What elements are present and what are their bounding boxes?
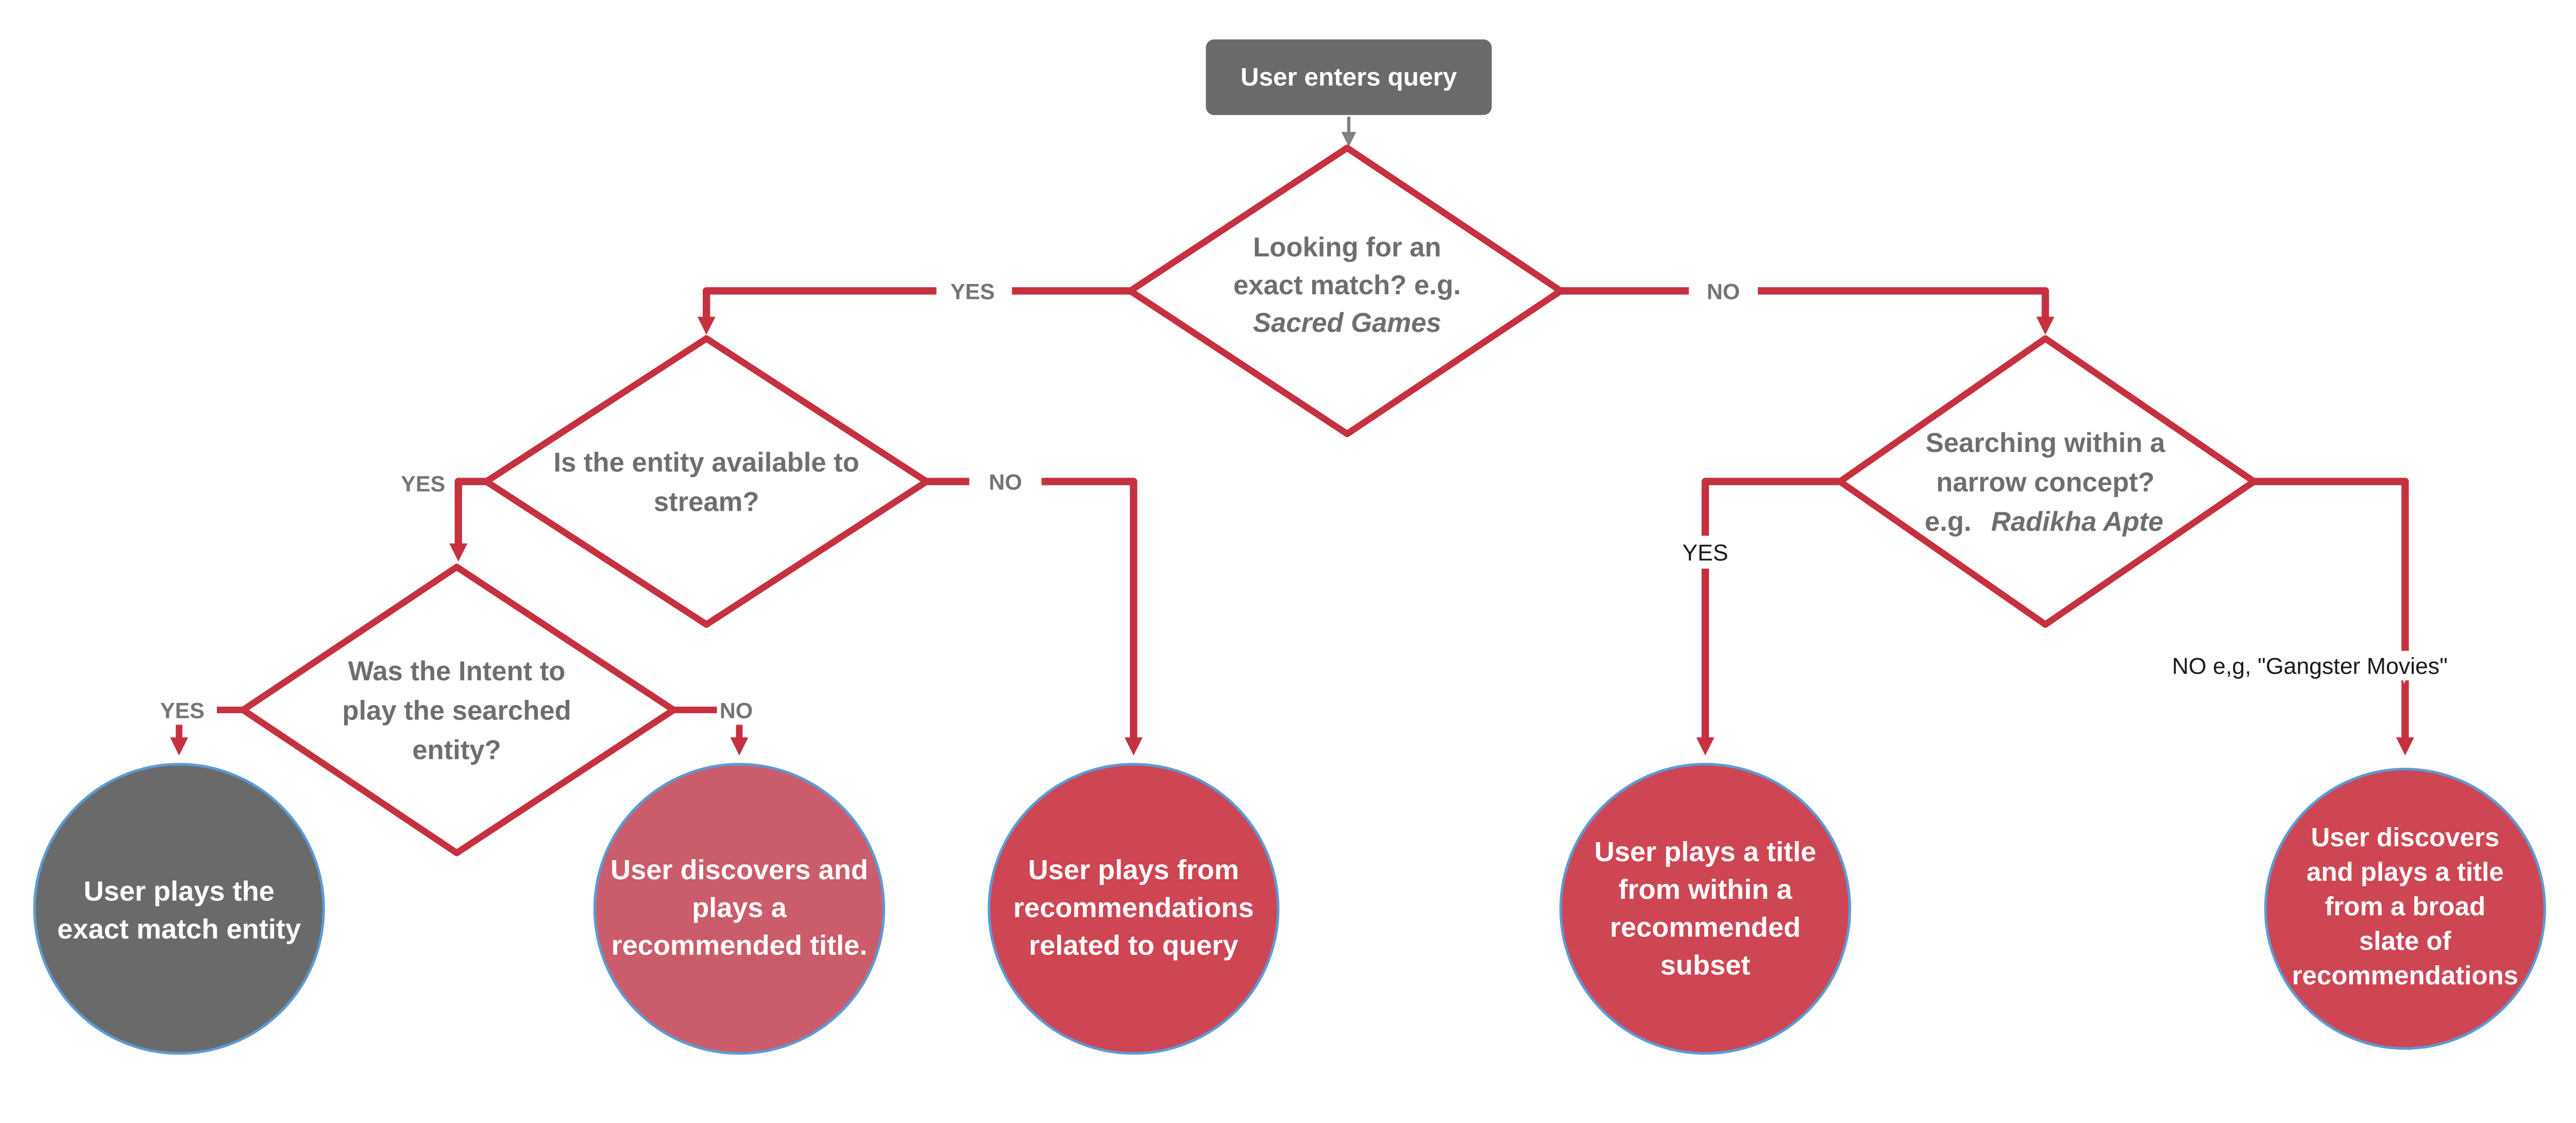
outcome-subset-play-line2: from within a bbox=[1618, 874, 1792, 905]
outcome-discover-play-line1: User discovers and bbox=[611, 854, 868, 885]
decision-narrow-concept: Searching within a narrow concept? e.g. … bbox=[1837, 335, 2258, 628]
edge-exact-match-yes bbox=[697, 287, 1130, 335]
label-available-yes: YES bbox=[401, 472, 445, 496]
decision-narrow-line1: Searching within a bbox=[1926, 428, 2166, 458]
decision-exact-match: Looking for an exact match? e.g. Sacred … bbox=[1127, 144, 1564, 438]
label-narrow-yes: YES bbox=[1682, 540, 1728, 565]
decision-intent-line3: entity? bbox=[412, 735, 501, 765]
outcome-subset-play-line3: recommended bbox=[1610, 912, 1801, 943]
edge-exact-match-no bbox=[1561, 287, 2055, 335]
circle-shape bbox=[2264, 767, 2546, 1050]
outcome-broad-play-line1: User discovers bbox=[2311, 823, 2499, 852]
decision-intent-line1: Was the Intent to bbox=[348, 656, 566, 686]
decision-available-line2: stream? bbox=[654, 487, 759, 517]
outcome-discover-play-line3: recommended title. bbox=[612, 930, 868, 961]
start-label: User enters query bbox=[1241, 63, 1458, 91]
label-intent-no: NO bbox=[720, 698, 753, 723]
diamond-shape bbox=[240, 563, 677, 857]
diamond-shape bbox=[1127, 144, 1564, 438]
edge-narrow-yes bbox=[1696, 478, 1840, 756]
outcome-subset-play: User plays a title from within a recomme… bbox=[1559, 763, 1852, 1055]
outcome-discover-play: User discovers and plays a recommended t… bbox=[593, 763, 886, 1055]
label-available-no: NO bbox=[989, 470, 1022, 495]
start-box bbox=[1206, 39, 1492, 115]
outcome-related-play-line3: related to query bbox=[1029, 930, 1239, 961]
decision-intent-to-play: Was the Intent to play the searched enti… bbox=[240, 563, 677, 857]
decision-available-to-stream: Is the entity available to stream? bbox=[483, 335, 930, 628]
outcome-broad-play: User discovers and plays a title from a … bbox=[2264, 767, 2546, 1050]
flowchart-canvas: YES NO YES NO YES NO YES NO e,g, "Gangst… bbox=[33, 39, 2546, 1055]
outcome-broad-play-line4: slate of bbox=[2359, 926, 2452, 956]
diamond-shape bbox=[483, 335, 930, 628]
edge-available-yes bbox=[449, 478, 486, 562]
decision-narrow-line3-prefix: e.g. bbox=[1925, 507, 1972, 537]
label-gap bbox=[936, 273, 1012, 306]
label-gap bbox=[148, 692, 217, 725]
decision-exact-match-line2: exact match? e.g. bbox=[1233, 270, 1461, 300]
decision-narrow-line2: narrow concept? bbox=[1936, 467, 2155, 497]
outcome-broad-play-line3: from a broad bbox=[2325, 892, 2485, 921]
diamond-shape bbox=[1837, 335, 2258, 628]
outcome-discover-play-line2: plays a bbox=[692, 892, 787, 923]
start-node-user-enters-query: User enters query bbox=[1206, 39, 1492, 115]
label-intent-yes: YES bbox=[160, 698, 205, 723]
outcome-broad-play-line5: recommendations bbox=[2292, 961, 2518, 990]
label-exact-match-yes: YES bbox=[951, 279, 995, 304]
decision-exact-match-line3: Sacred Games bbox=[1253, 308, 1442, 338]
outcome-exact-play: User plays the exact match entity bbox=[33, 763, 325, 1055]
decision-exact-match-line1: Looking for an bbox=[1253, 232, 1441, 262]
label-gap bbox=[2129, 650, 2494, 681]
circle-shape bbox=[988, 763, 1280, 1055]
outcome-subset-play-line1: User plays a title bbox=[1595, 836, 1817, 867]
decision-intent-line2: play the searched bbox=[342, 696, 571, 726]
label-gap bbox=[969, 463, 1042, 497]
circle-shape bbox=[33, 763, 325, 1055]
circle-shape bbox=[1559, 763, 1852, 1055]
label-exact-match-no: NO bbox=[1707, 279, 1740, 304]
user-query-flowchart: YES NO YES NO YES NO YES NO e,g, "Gangst… bbox=[33, 39, 2546, 1055]
outcome-subset-play-line4: subset bbox=[1660, 950, 1751, 981]
label-narrow-no: NO e,g, "Gangster Movies" bbox=[2172, 653, 2448, 679]
outcome-related-play-line1: User plays from bbox=[1028, 854, 1239, 885]
label-gap bbox=[1672, 535, 1738, 569]
outcome-broad-play-line2: and plays a title bbox=[2307, 857, 2504, 886]
decision-available-line1: Is the entity available to bbox=[553, 447, 859, 478]
label-gap bbox=[1689, 273, 1758, 306]
edge-narrow-no bbox=[2253, 478, 2414, 756]
outcome-related-play: User plays from recommendations related … bbox=[988, 763, 1280, 1055]
edge-available-no bbox=[926, 478, 1143, 756]
outcome-exact-play-line2: exact match entity bbox=[57, 914, 301, 945]
circle-shape bbox=[593, 763, 886, 1055]
outcome-exact-play-line1: User plays the bbox=[83, 876, 274, 907]
decision-narrow-line3-italic: Radikha Apte bbox=[1991, 507, 2163, 537]
outcome-related-play-line2: recommendations bbox=[1013, 892, 1254, 923]
